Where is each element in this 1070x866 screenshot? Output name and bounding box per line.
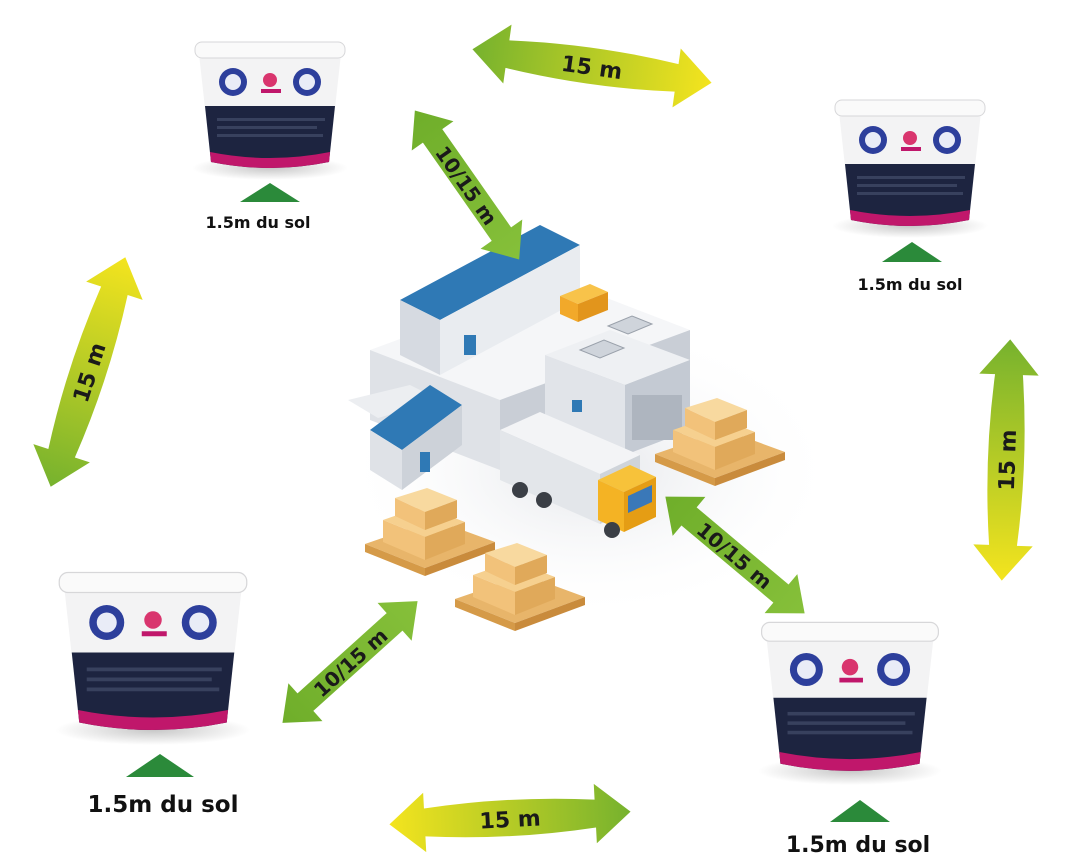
ground-marker-top-left: 1.5m du sol <box>206 183 311 232</box>
distance-arrow-center-top: 10/15 m <box>394 95 540 275</box>
ground-marker-bottom-left: 1.5m du sol <box>88 754 239 818</box>
ground-height-label: 1.5m du sol <box>88 792 239 818</box>
trap-bucket-icon <box>831 99 989 239</box>
distance-label: 15 m <box>995 429 1022 491</box>
distance-arrow-center-left: 10/15 m <box>265 582 435 742</box>
triangle-marker-icon <box>830 800 890 822</box>
ground-height-label: 1.5m du sol <box>786 833 930 858</box>
distance-label: 15 m <box>479 806 541 834</box>
triangle-marker-icon <box>240 183 300 202</box>
distance-label: 10/15 m <box>309 623 393 702</box>
distance-arrow-bottom: 15 m <box>387 782 633 854</box>
ground-marker-bottom-right: 1.5m du sol <box>786 800 930 858</box>
truck-illustration <box>500 412 656 538</box>
ground-height-label: 1.5m du sol <box>858 275 963 294</box>
distance-arrow-right: 15 m <box>972 338 1040 582</box>
trap-bucket-icon <box>191 41 349 181</box>
triangle-marker-icon <box>126 754 194 777</box>
distance-arrow-left: 15 m <box>22 248 154 496</box>
ground-height-label: 1.5m du sol <box>206 213 311 232</box>
triangle-marker-icon <box>882 242 942 262</box>
trap-bucket-icon <box>54 571 252 746</box>
distance-label: 10/15 m <box>430 142 502 230</box>
ground-marker-top-right: 1.5m du sol <box>858 242 963 294</box>
trap-bucket-icon <box>757 621 943 786</box>
distance-arrow-top: 15 m <box>468 19 716 113</box>
